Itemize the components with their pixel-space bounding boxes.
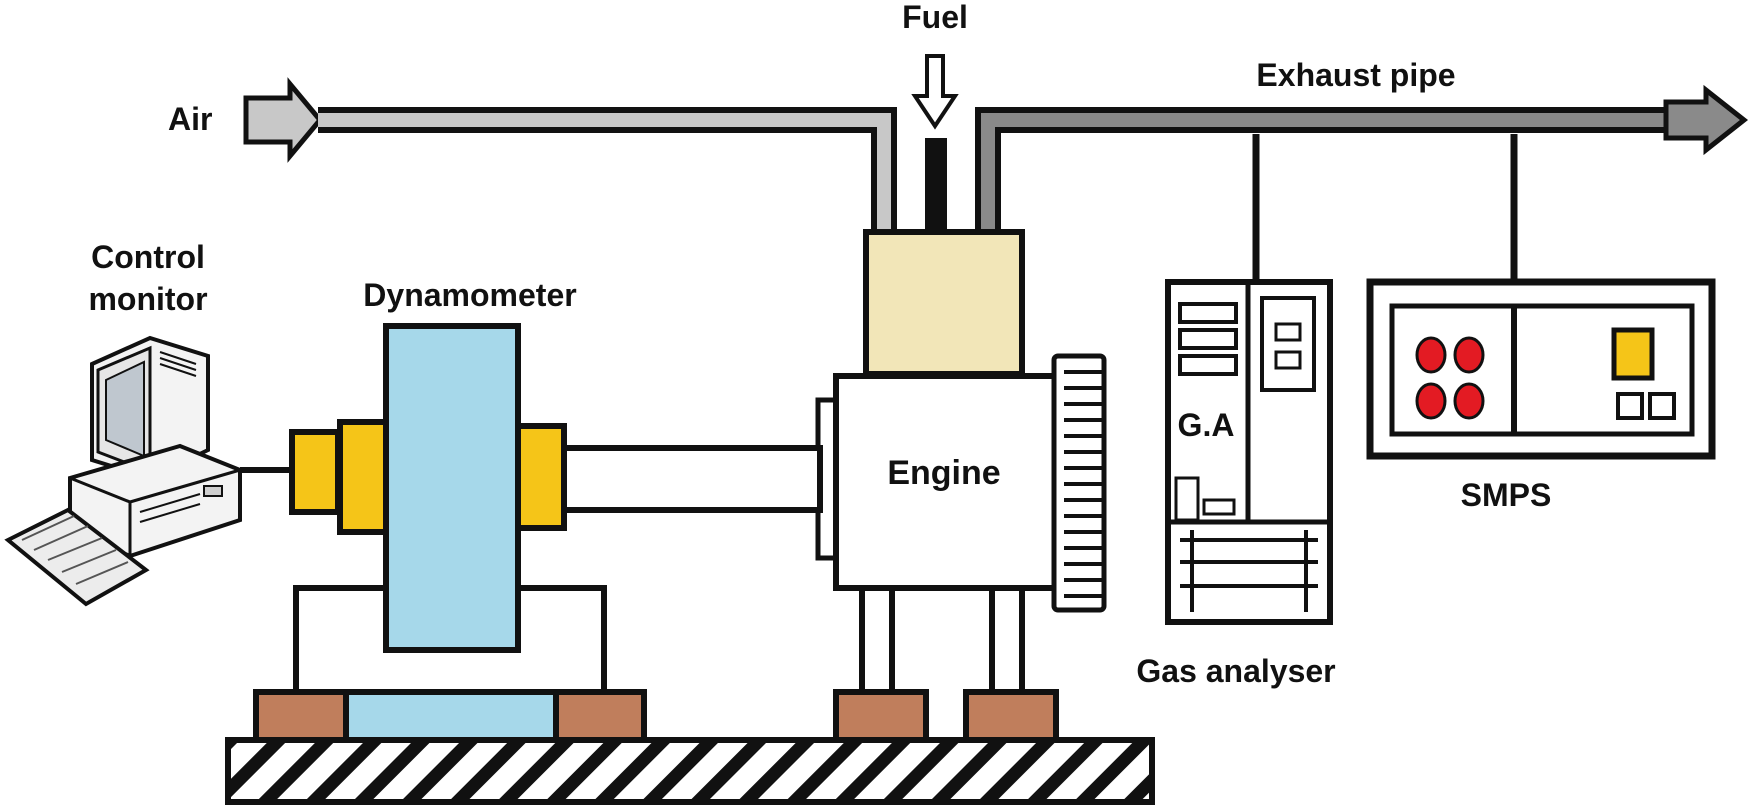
- label-fuel: Fuel: [902, 0, 968, 35]
- engine-mount-right: [963, 689, 1059, 743]
- label-control-monitor-line2: monitor: [88, 281, 207, 317]
- gas-analyser-unit: G.A: [1165, 279, 1333, 625]
- label-dynamometer: Dynamometer: [363, 277, 576, 313]
- smps-button: [1611, 327, 1655, 381]
- air-inlet-arrow: [243, 77, 324, 163]
- label-smps: SMPS: [1461, 477, 1552, 513]
- engine-legs: [859, 582, 1025, 695]
- label-control-monitor-line1: Control: [91, 239, 205, 275]
- exhaust-outlet-arrow: [1663, 84, 1749, 156]
- label-gas-analyser: Gas analyser: [1136, 653, 1335, 689]
- label-engine: Engine: [887, 454, 1000, 492]
- dyno-mount-left: [253, 689, 349, 743]
- air-pipe: [318, 107, 897, 230]
- ground-base: [225, 737, 1155, 805]
- coupling-right: [515, 423, 567, 531]
- ga-badge: G.A: [1178, 407, 1235, 443]
- coupling-left-inner: [337, 419, 389, 535]
- label-exhaust-pipe: Exhaust pipe: [1256, 57, 1455, 93]
- label-air: Air: [168, 101, 212, 137]
- exhaust-pipe: [975, 107, 1672, 230]
- engine-head: [863, 229, 1025, 377]
- computer-icon: [4, 335, 242, 607]
- flywheel: [1051, 353, 1107, 613]
- fuel-arrow: [911, 54, 959, 130]
- fuel-injector: [925, 138, 947, 230]
- drive-shaft: [559, 445, 823, 513]
- smps-indicator-lights: [1415, 336, 1485, 420]
- ga-display: [1260, 296, 1316, 392]
- coupling-left-outer: [289, 429, 341, 515]
- dynamometer-body: [383, 323, 521, 653]
- engine-mount-left: [833, 689, 929, 743]
- dyno-mount-right: [553, 689, 647, 743]
- dynamometer-bed: [253, 689, 647, 743]
- smps-unit: [1366, 278, 1716, 460]
- keyboard-icon: [4, 507, 150, 607]
